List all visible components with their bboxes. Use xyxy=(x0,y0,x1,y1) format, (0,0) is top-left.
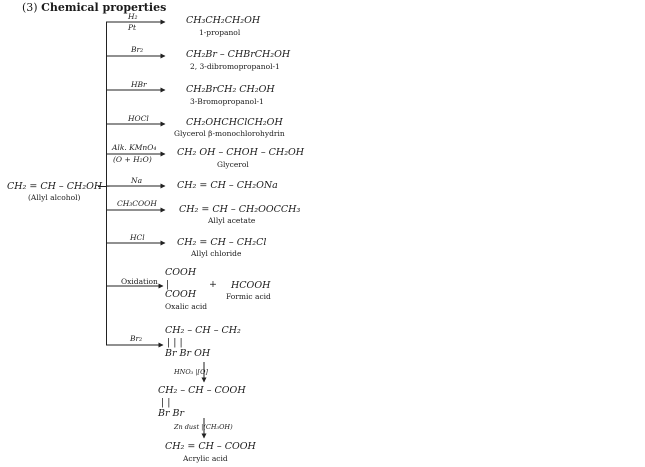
reagent-hcl: HCl xyxy=(130,233,145,242)
reagent-ch3cooh: CH₃COOH xyxy=(117,199,157,208)
formic-formula: HCOOH xyxy=(231,280,271,291)
acrylic-acid-name: Acrylic acid xyxy=(183,454,228,463)
oxalic-name: Oxalic acid xyxy=(165,302,208,311)
product-glycerol: CH₂ OH – CHOH – CH₂OH xyxy=(177,147,305,158)
name-1-propanol: 1-propanol xyxy=(199,28,241,37)
branch-trunk xyxy=(106,22,107,345)
reagent-oxidation: Oxidation xyxy=(121,277,158,286)
name-dibromopropanol: 2, 3-dibromopropanol-1 xyxy=(190,62,280,71)
name-chlorohydrin: Glycerol β-monochlorohydrin xyxy=(174,129,285,138)
product-allyl-acetate: CH₂ = CH – CH₂OOCCH₃ xyxy=(179,204,301,215)
acrylic-acid-formula: CH₂ = CH – COOH xyxy=(165,441,256,452)
reactant-name: (Allyl alcohol) xyxy=(28,193,81,202)
name-allyl-chloride: Allyl chloride xyxy=(191,249,242,258)
reagent-pt: Pt xyxy=(128,23,137,32)
product-bromopropanol: CH₂BrCH₂ CH₂OH xyxy=(186,84,275,95)
dibromo-acid-subs: Br Br xyxy=(158,408,185,419)
reagent-zn-dust: Zn dust |(CH₃OH) xyxy=(174,423,233,431)
reagent-na: Na xyxy=(131,176,143,185)
reagent-br2: Br₂ xyxy=(131,45,144,54)
reactant-formula: CH₂ = CH – CH₂OH – xyxy=(7,181,110,192)
section-title: (3) Chemical properties xyxy=(22,1,166,14)
reagent-kmno4: Alk. KMnO₄ xyxy=(112,143,157,152)
dibromo-chain: CH₂ – CH – CH₂ xyxy=(165,325,241,336)
plus-sign: + xyxy=(209,279,217,290)
section-number: (3) xyxy=(22,1,38,14)
product-1-propanol: CH₃CH₂CH₂OH xyxy=(186,15,261,26)
dibromo-acid-chain: CH₂ – CH – COOH xyxy=(158,385,246,396)
dibromo-acid-bonds: | | xyxy=(161,397,171,408)
product-dibromopropanol: CH₂Br – CHBrCH₂OH xyxy=(186,49,291,60)
oxalic-bottom: COOH xyxy=(165,289,197,300)
reagent-o-h2o: (O + H₂O) xyxy=(113,155,152,164)
name-bromopropanol: 3-Bromopropanol-1 xyxy=(190,97,264,106)
reactant-connector xyxy=(98,186,106,187)
reagent-hocl: HOCl xyxy=(128,114,149,123)
reagent-br2-lower: Br₂ xyxy=(130,334,143,343)
product-chlorohydrin: CH₂OHCHClCH₂OH xyxy=(186,117,283,128)
dibromo-subs: Br Br OH xyxy=(165,348,211,359)
name-allyl-acetate: Allyl acetate xyxy=(208,216,256,225)
name-glycerol: Glycerol xyxy=(217,160,249,169)
product-allyl-chloride: CH₂ = CH – CH₂Cl xyxy=(177,237,267,248)
section-heading: Chemical properties xyxy=(41,1,167,14)
reagent-hno3: HNO₃ |[O] xyxy=(174,368,208,376)
product-sodium-alkoxide: CH₂ = CH – CH₂ONa xyxy=(177,180,278,191)
oxalic-bond: | xyxy=(166,279,170,290)
reagent-hbr: HBr xyxy=(131,80,147,89)
reagent-h2: H₂ xyxy=(128,12,138,21)
oxalic-top: COOH xyxy=(165,267,197,278)
dibromo-bonds: | | | xyxy=(167,337,183,348)
formic-name: Formic acid xyxy=(226,292,271,301)
